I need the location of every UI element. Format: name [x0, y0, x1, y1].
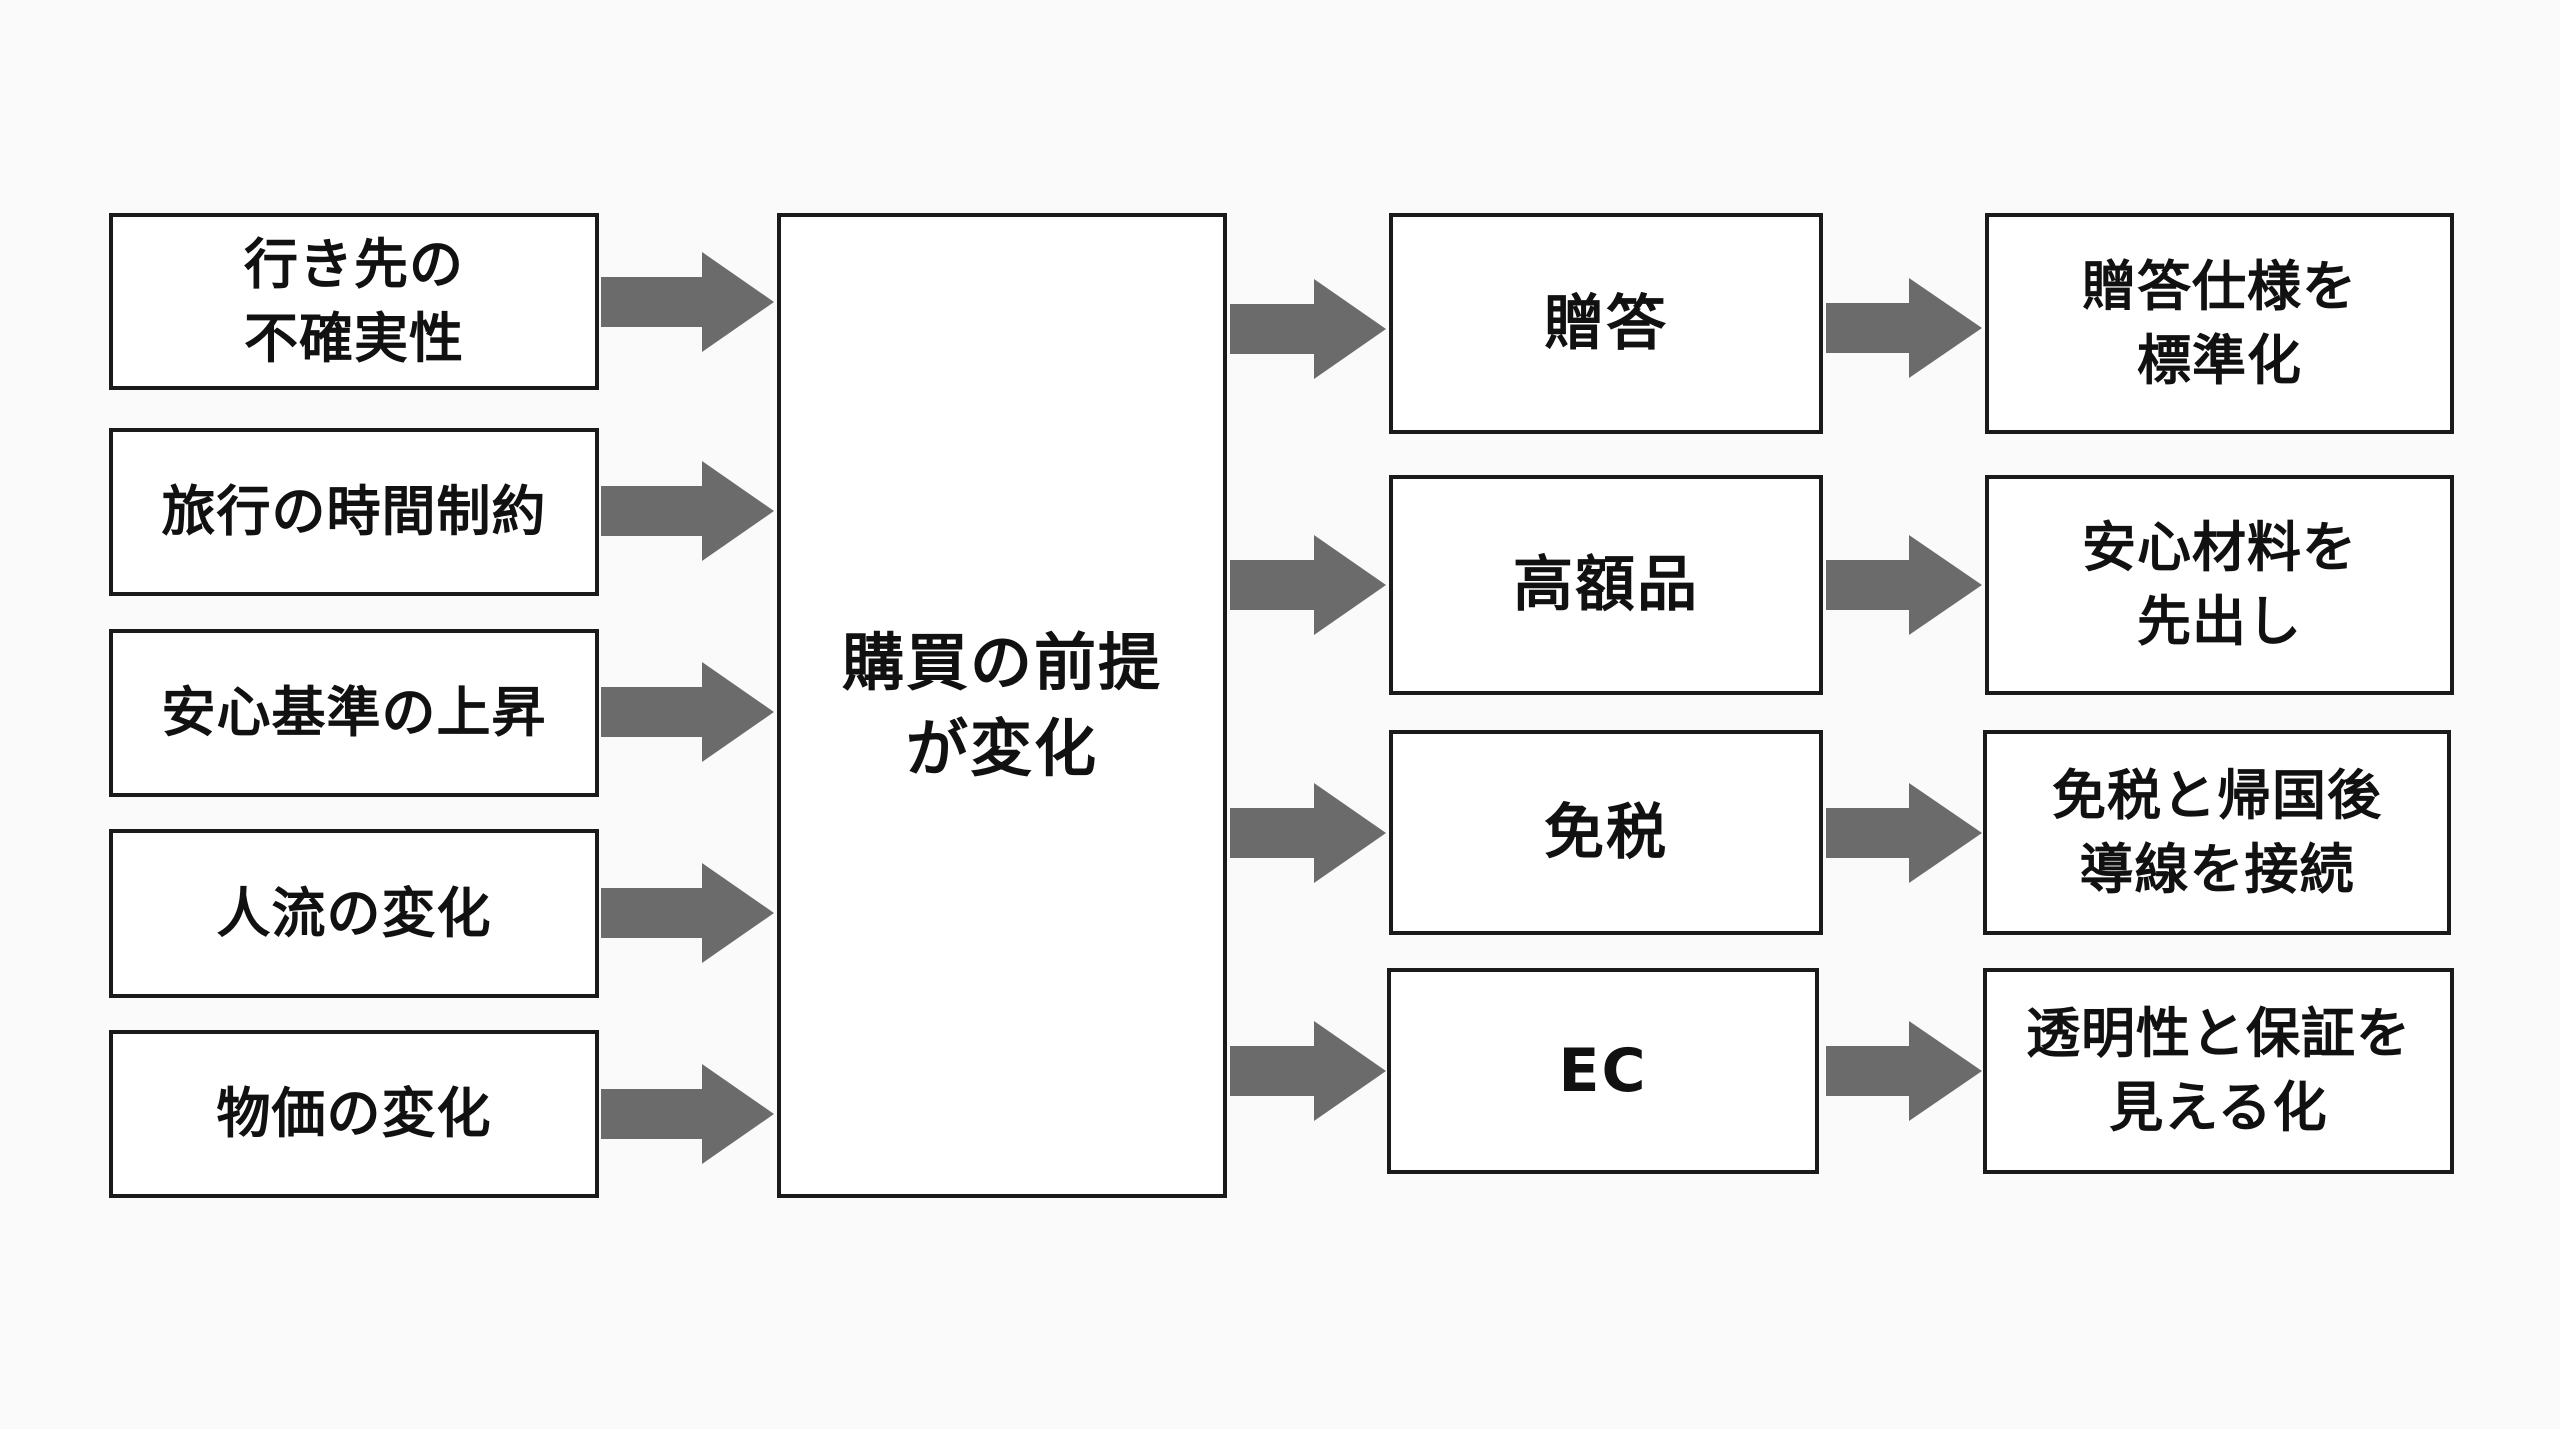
- box-text-line: 導線を接続: [2079, 837, 2355, 901]
- action-box-present-reassurance: 安心材料を先出し: [1985, 475, 2454, 695]
- action-box-standardize-gift-spec: 贈答仕様を標準化: [1985, 213, 2454, 434]
- channel-box-gift: 贈答: [1389, 213, 1823, 434]
- arrow-center-to-channel-2: [1230, 535, 1386, 635]
- box-text-line: 旅行の時間制約: [161, 480, 547, 543]
- action-box-visualize-transparency-and-warranty: 透明性と保証を見える化: [1983, 968, 2454, 1174]
- box-text-line: 不確実性: [244, 306, 464, 370]
- box-text-line: 免税: [1544, 797, 1668, 868]
- box-text-line: 安心基準の上昇: [161, 681, 547, 744]
- arrow-input-to-center-3: [601, 662, 774, 762]
- box-text-line: 物価の変化: [216, 1082, 492, 1145]
- box-text-line: 見える化: [2109, 1076, 2328, 1139]
- box-text-line: 購買の前提: [841, 625, 1162, 699]
- input-box-price-change: 物価の変化: [109, 1030, 599, 1198]
- box-text-line: 透明性と保証を: [2026, 1002, 2411, 1065]
- arrow-center-to-channel-4: [1230, 1021, 1386, 1121]
- channel-box-high-value: 高額品: [1389, 475, 1823, 695]
- arrow-channel-to-action-2: [1826, 535, 1982, 635]
- arrow-center-to-channel-1: [1230, 279, 1386, 379]
- box-text-line: 贈答: [1544, 288, 1668, 359]
- action-box-connect-tax-free-and-post-return: 免税と帰国後導線を接続: [1983, 730, 2451, 935]
- arrow-input-to-center-2: [601, 461, 774, 561]
- arrow-channel-to-action-1: [1826, 278, 1982, 378]
- input-box-people-flow-change: 人流の変化: [109, 829, 599, 998]
- arrow-center-to-channel-3: [1230, 783, 1386, 883]
- box-text-line: 行き先の: [244, 232, 464, 296]
- arrow-input-to-center-5: [601, 1064, 774, 1164]
- center-box-purchase-premise-change: 購買の前提が変化: [777, 213, 1227, 1198]
- box-text-line: 安心材料を: [2082, 516, 2357, 579]
- box-text-line: 先出し: [2137, 590, 2302, 653]
- input-box-travel-time-constraint: 旅行の時間制約: [109, 428, 599, 596]
- arrow-input-to-center-1: [601, 252, 774, 352]
- box-text-line: 高額品: [1513, 550, 1699, 620]
- box-text-line: 人流の変化: [216, 881, 492, 945]
- box-text-line: が変化: [905, 711, 1098, 785]
- arrow-channel-to-action-3: [1826, 783, 1982, 883]
- input-box-rising-safety-standard: 安心基準の上昇: [109, 629, 599, 797]
- box-text-line: 免税と帰国後: [2052, 763, 2382, 827]
- channel-box-ec: EC: [1387, 968, 1819, 1174]
- arrow-channel-to-action-4: [1826, 1021, 1982, 1121]
- arrow-input-to-center-4: [601, 863, 774, 963]
- box-text-line: 標準化: [2137, 328, 2302, 392]
- box-text-line: EC: [1558, 1036, 1648, 1106]
- box-text-line: 贈答仕様を: [2082, 254, 2357, 318]
- input-box-destination-uncertainty: 行き先の不確実性: [109, 213, 599, 390]
- channel-box-tax-free: 免税: [1389, 730, 1823, 935]
